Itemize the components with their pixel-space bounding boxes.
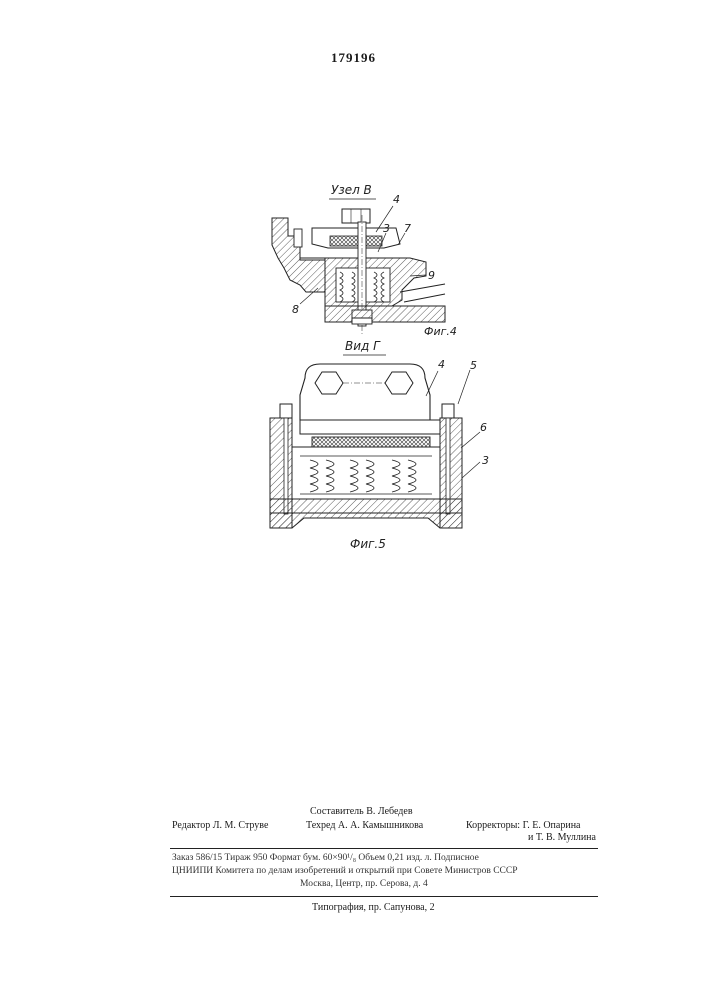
figure-5: Вид Г [270,339,489,551]
fig4-callout-9: 9 [428,269,435,282]
fig4-caption: Фиг.4 [424,325,457,338]
fig4-callout-4: 4 [393,193,400,206]
techred: Техред А. А. Камышникова [306,820,423,831]
fig5-callout-3: 3 [482,454,489,467]
imprint-line-1: Заказ 586/15 Тираж 950 Формат бум. 60×90… [172,853,479,863]
compiler: Составитель В. Лебедев [310,806,413,817]
fig5-callout-4: 4 [438,358,445,371]
correctors-line-2: и Т. В. Муллина [528,832,596,843]
printer: Типография, пр. Сапунова, 2 [312,902,435,913]
fig4-callout-7: 7 [404,222,411,235]
fig4-callout-8: 8 [292,303,299,316]
fig5-callout-5: 5 [470,359,477,372]
imprint-line-2: ЦНИИПИ Комитета по делам изобретений и о… [172,866,518,876]
divider-bottom [170,896,598,897]
fig5-callout-6: 6 [480,421,487,434]
fig4-title: Узел В [331,183,372,197]
fig5-title: Вид Г [345,339,381,353]
fig5-caption: Фиг.5 [350,537,386,551]
fig4-callout-3: 3 [383,222,390,235]
divider-top [170,848,598,849]
correctors-line-1: Корректоры: Г. Е. Опарина [466,820,581,831]
figure-4: Узел В [272,183,457,338]
imprint-line-3: Москва, Центр, пр. Серова, д. 4 [300,879,428,889]
editor: Редактор Л. М. Струве [172,820,268,831]
